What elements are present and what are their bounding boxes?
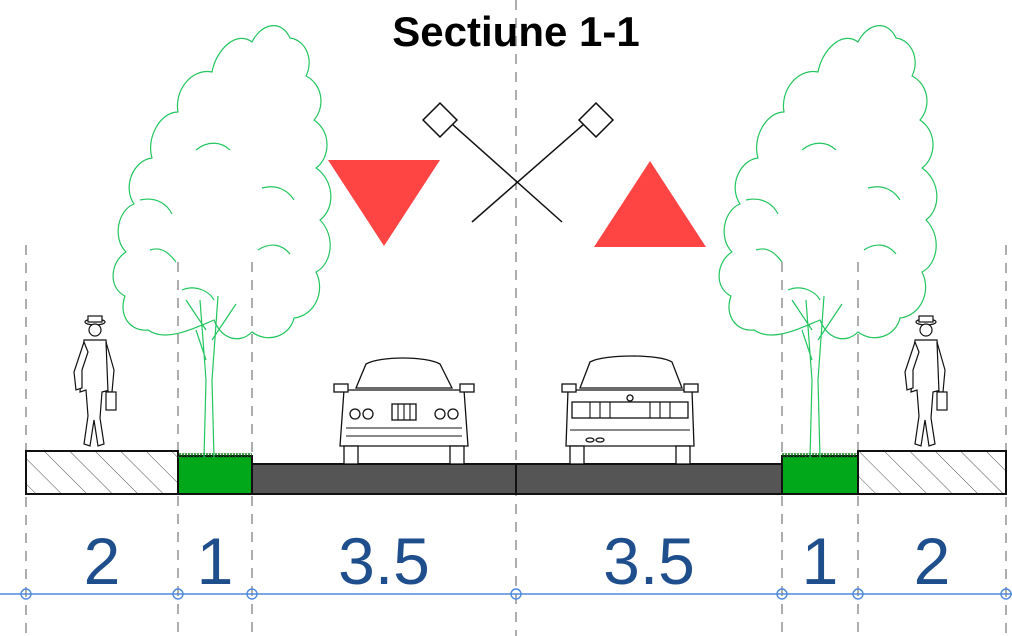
dimension-label-sidewalk-right: 2 xyxy=(914,524,951,598)
car-rear-icon xyxy=(561,355,699,465)
guide-lines xyxy=(25,0,1007,636)
grass-tufts-left xyxy=(178,453,252,458)
dimension-label-green-strip-right: 1 xyxy=(802,524,839,598)
dimension-label-sidewalk-left: 2 xyxy=(84,524,121,598)
axis-line xyxy=(0,588,1012,600)
pedestrian-icon xyxy=(904,315,948,447)
dimension-label-lane-right: 3.5 xyxy=(603,524,695,598)
lane-left xyxy=(251,463,517,495)
tree-icon xyxy=(718,25,938,459)
road-profile xyxy=(25,450,1007,495)
car-front-icon xyxy=(333,357,475,465)
railway-crossing-icon xyxy=(421,101,615,223)
sidewalk-left xyxy=(25,450,179,495)
green-strip-left xyxy=(177,455,253,495)
dimension-label-green-strip-left: 1 xyxy=(197,524,234,598)
pedestrian-icon xyxy=(73,315,117,447)
give-way-sign-icon xyxy=(328,160,440,246)
green-strip-right xyxy=(781,455,859,495)
lane-right xyxy=(515,463,783,495)
warning-sign-icon xyxy=(594,161,706,247)
tree-icon xyxy=(112,25,332,459)
drawing-title: Sectiune 1-1 xyxy=(392,8,639,55)
sidewalk-right xyxy=(857,450,1007,495)
dimension-label-lane-left: 3.5 xyxy=(338,524,430,598)
